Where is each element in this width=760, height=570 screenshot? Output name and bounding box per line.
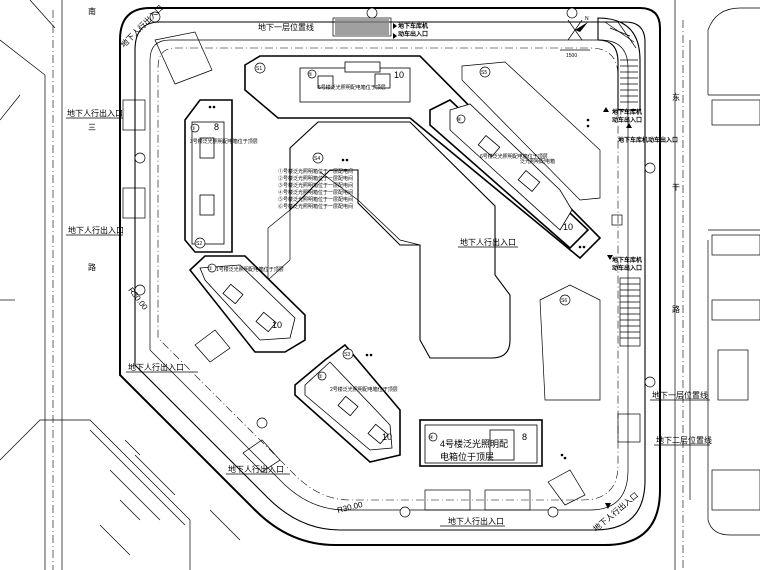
building-1-floors: 10 [272, 320, 282, 330]
right-road [674, 0, 760, 570]
compact-note-3: ③号楼泛光照明箱位于一层配电间 [278, 182, 353, 189]
compact-notes: ①号楼泛光照明箱位于一层配电间 ②号楼泛光照明箱位于一层配电间 ③号楼泛光照明箱… [278, 158, 555, 210]
building-6: ⑥ 10 6号楼泛光照明配电箱位于顶层 [429, 99, 590, 250]
ped-entrance-boxes [122, 31, 641, 511]
road-left-3: 路 [88, 262, 96, 272]
label-garage-mid-1: 地下车库机 [612, 256, 642, 264]
building-3: ③ 8 3号楼泛光照明配电箱位于顶层 S2 [184, 99, 258, 253]
label-garage-right-1: 地下车库机 [612, 108, 642, 116]
label-garage-top-2: 动车出入口 [398, 30, 428, 38]
building-5-num: ⑤ [308, 72, 313, 78]
compact-note-2: ②号楼泛光照明箱位于一层配电间 [278, 175, 353, 182]
building-6-num: ⑥ [457, 117, 462, 123]
bottom-left-intersection [0, 419, 241, 570]
building-2-num: ② [318, 374, 323, 380]
building-3-num: ③ [191, 126, 196, 132]
label-garage-mid-2: 动车出入口 [612, 264, 642, 272]
dots [208, 105, 590, 460]
building-1: ① 10 1号楼泛光照明配电箱位于顶层 [188, 255, 306, 353]
right-note-2: 泛光照明配电箱 [520, 158, 555, 165]
building-1-num: ① [208, 266, 213, 272]
building-2-floors: 10 [382, 432, 392, 442]
building-6-floors: 10 [563, 222, 573, 232]
plaza-marker-s4: S4 [314, 156, 320, 162]
compact-note-6: ⑥号楼泛光照明箱位于一层配电间 [278, 203, 353, 210]
road-right-1: 东 [672, 92, 680, 102]
building-4-floors: 8 [522, 432, 527, 442]
compact-note-5: ⑤号楼泛光照明箱位于一层配电间 [278, 196, 353, 203]
building-4-note-line2: 电箱位于顶层 [440, 451, 494, 462]
building-5-note: 5号楼泛光照明配电箱位于顶层 [318, 84, 386, 91]
plaza-marker-s1: S1 [256, 66, 262, 72]
right-neighbors [711, 99, 760, 511]
label-underground-right-1: 地下一层位置线 [652, 390, 708, 400]
building-5: ⑤ 10 5号楼泛光照明配电箱位于顶层 S1 [244, 55, 602, 260]
label-ped-left-2: 地下人行出入口 [68, 225, 124, 235]
building-4-note-line1: 4号楼泛光照明配 [440, 438, 508, 449]
road-right-2: 干 [672, 183, 680, 192]
building-6-note: 6号楼泛光照明配电箱位于顶层 [480, 153, 548, 160]
building-4-num: ④ [429, 435, 434, 441]
compact-note-1: ①号楼泛光照明箱位于一层配电间 [278, 168, 353, 175]
garage-ramp-right-top [597, 17, 641, 111]
plaza-marker-s2: S2 [196, 241, 202, 247]
road-left-1: 南 [88, 6, 96, 16]
building-5-marker [307, 69, 317, 79]
building-2-note: 2号楼泛光照明配电箱位于顶层 [330, 386, 398, 393]
label-garage-right-3: 地下车库机动车出入口 [618, 136, 678, 144]
garage-ramp-top [332, 17, 392, 37]
road-names: 南 三 路 东 干 路 [88, 6, 680, 314]
label-underground-top: 地下一层位置线 [258, 22, 314, 32]
building-3-note: 3号楼泛光照明配电箱位于顶层 [190, 138, 258, 145]
building-4: ④ 8 4号楼泛光照明配 电箱位于顶层 [419, 419, 543, 467]
building-5-floors: 10 [394, 70, 404, 80]
label-ped-bottom: 地下人行出入口 [448, 516, 504, 526]
label-garage-top-1: 地下车库机 [398, 22, 428, 30]
left-road [0, 0, 63, 570]
road-right-3: 路 [672, 304, 680, 314]
label-ped-left-1: 地下人行出入口 [67, 108, 123, 118]
building-2: ② 10 2号楼泛光照明配电箱位于顶层 S3 [294, 343, 401, 463]
svg-text:N: N [585, 16, 589, 22]
north-arrow-icon: N [567, 16, 589, 41]
road-left-2: 三 [88, 123, 96, 132]
label-ped-center: 地下人行出入口 [460, 237, 516, 247]
label-underground-right-2: 地下二层位置线 [656, 435, 712, 445]
building-3-floors: 8 [214, 122, 219, 132]
plaza-marker-s6: S6 [561, 298, 567, 304]
plaza-marker-s3: S3 [344, 352, 350, 358]
garage-ramp-right-mid [619, 277, 641, 347]
plaza-markers: S4 S5 S6 [312, 66, 571, 306]
grid-markers [134, 7, 656, 518]
label-garage-right-2: 动车出入口 [612, 116, 642, 124]
label-ped-lower-left: 地下人行出入口 [128, 362, 184, 372]
compact-note-4: ④号楼泛光照明箱位于一层配电间 [278, 189, 353, 196]
underground-line [157, 47, 619, 501]
label-width: 1500 [566, 53, 577, 59]
label-radius-bottom: R30.00 [336, 500, 364, 515]
plaza-outlines [267, 61, 601, 401]
building-1-note: 1号楼泛光照明配电箱位于顶层 [216, 266, 284, 273]
plaza-marker-s5: S5 [481, 70, 487, 76]
label-ped-bottom-left: 地下人行出入口 [228, 464, 284, 474]
